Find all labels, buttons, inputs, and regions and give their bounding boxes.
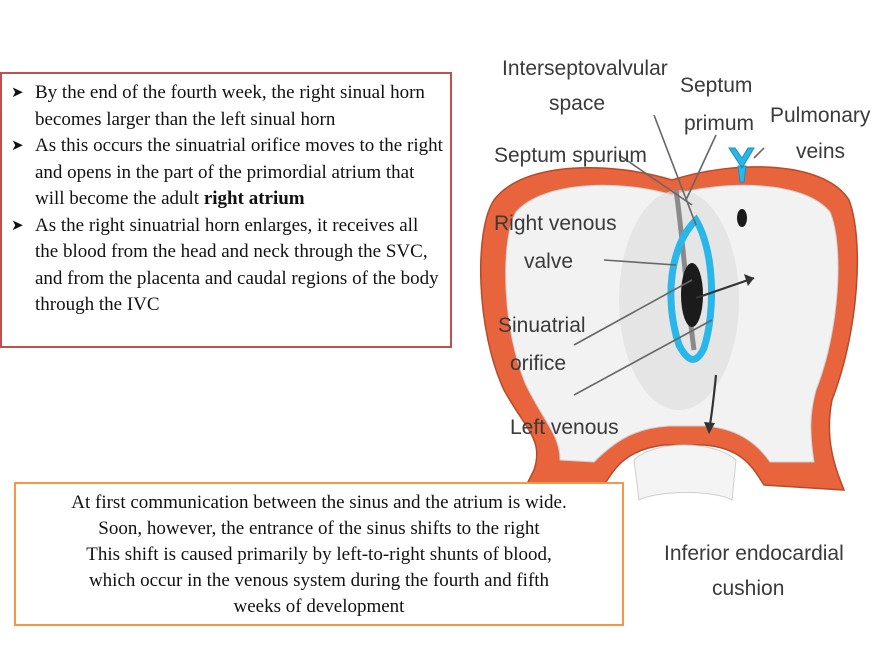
- endocardial-cushion: [633, 444, 737, 501]
- bullet-item: ➤ By the end of the fourth week, the rig…: [8, 80, 444, 133]
- label-sinuatrial-orifice-2: orifice: [510, 352, 566, 375]
- callout-line: [603, 259, 677, 266]
- callout-line: [573, 279, 693, 346]
- bullet-text: As this occurs the sinuatrial orifice mo…: [35, 135, 443, 209]
- label-interseptovalvular: Interseptovalvular: [502, 57, 668, 80]
- label-left-venous: Left venous: [510, 416, 619, 439]
- summary-line: Soon, however, the entrance of the sinus…: [98, 518, 540, 539]
- bullet-text: By the end of the fourth week, the right…: [35, 82, 425, 130]
- callout-line: [618, 154, 693, 206]
- summary-line: At first communication between the sinus…: [71, 492, 567, 513]
- summary-line: This shift is caused primarily by left-t…: [86, 544, 552, 565]
- callout-line: [685, 134, 717, 201]
- bold-term: right atrium: [203, 188, 305, 209]
- label-interseptovalvular-2: space: [549, 92, 605, 115]
- flow-arrowhead: [744, 274, 754, 286]
- label-inferior-endocardial-2: cushion: [712, 577, 784, 600]
- septum-primum: [673, 189, 697, 351]
- label-septum-primum: Septum: [680, 74, 752, 97]
- bullet-item: ➤ As the right sinuatrial horn enlarges,…: [8, 213, 444, 319]
- summary-box: At first communication between the sinus…: [14, 482, 624, 626]
- arrow-bullet-icon: ➤: [11, 85, 24, 101]
- label-pulmonary-veins-2: veins: [796, 140, 845, 163]
- summary-line: weeks of development: [233, 596, 405, 617]
- left-venous-valve: [737, 209, 747, 227]
- label-sinuatrial-orifice: Sinuatrial: [498, 314, 586, 337]
- flow-arrow: [695, 276, 755, 300]
- heart-atrium-diagram: Interseptovalvular space Septum primum P…: [480, 57, 871, 600]
- label-right-venous-valve-2: valve: [524, 250, 573, 273]
- bullet-text: As the right sinuatrial horn enlarges, i…: [35, 214, 439, 316]
- sinuatrial-orifice: [681, 263, 703, 327]
- pulmonary-veins: [728, 147, 755, 183]
- summary-line: which occur in the venous system during …: [88, 570, 550, 591]
- callout-line: [753, 147, 765, 159]
- callout-line: [573, 319, 713, 396]
- bullet-list-box: ➤ By the end of the fourth week, the rig…: [0, 72, 452, 348]
- flow-arrowhead: [704, 422, 715, 434]
- bullet-item: ➤ As this occurs the sinuatrial orifice …: [8, 133, 444, 213]
- callout-line: [653, 114, 697, 226]
- arrow-bullet-icon: ➤: [11, 138, 24, 154]
- label-septum-spurium: Septum spurium: [494, 144, 647, 167]
- label-right-venous-valve: Right venous: [494, 212, 617, 235]
- label-septum-primum-2: primum: [684, 112, 754, 135]
- label-inferior-endocardial: Inferior endocardial: [664, 542, 844, 565]
- label-pulmonary-veins: Pulmonary: [770, 104, 871, 127]
- arrow-bullet-icon: ➤: [11, 217, 24, 234]
- right-venous-valve: [667, 214, 716, 363]
